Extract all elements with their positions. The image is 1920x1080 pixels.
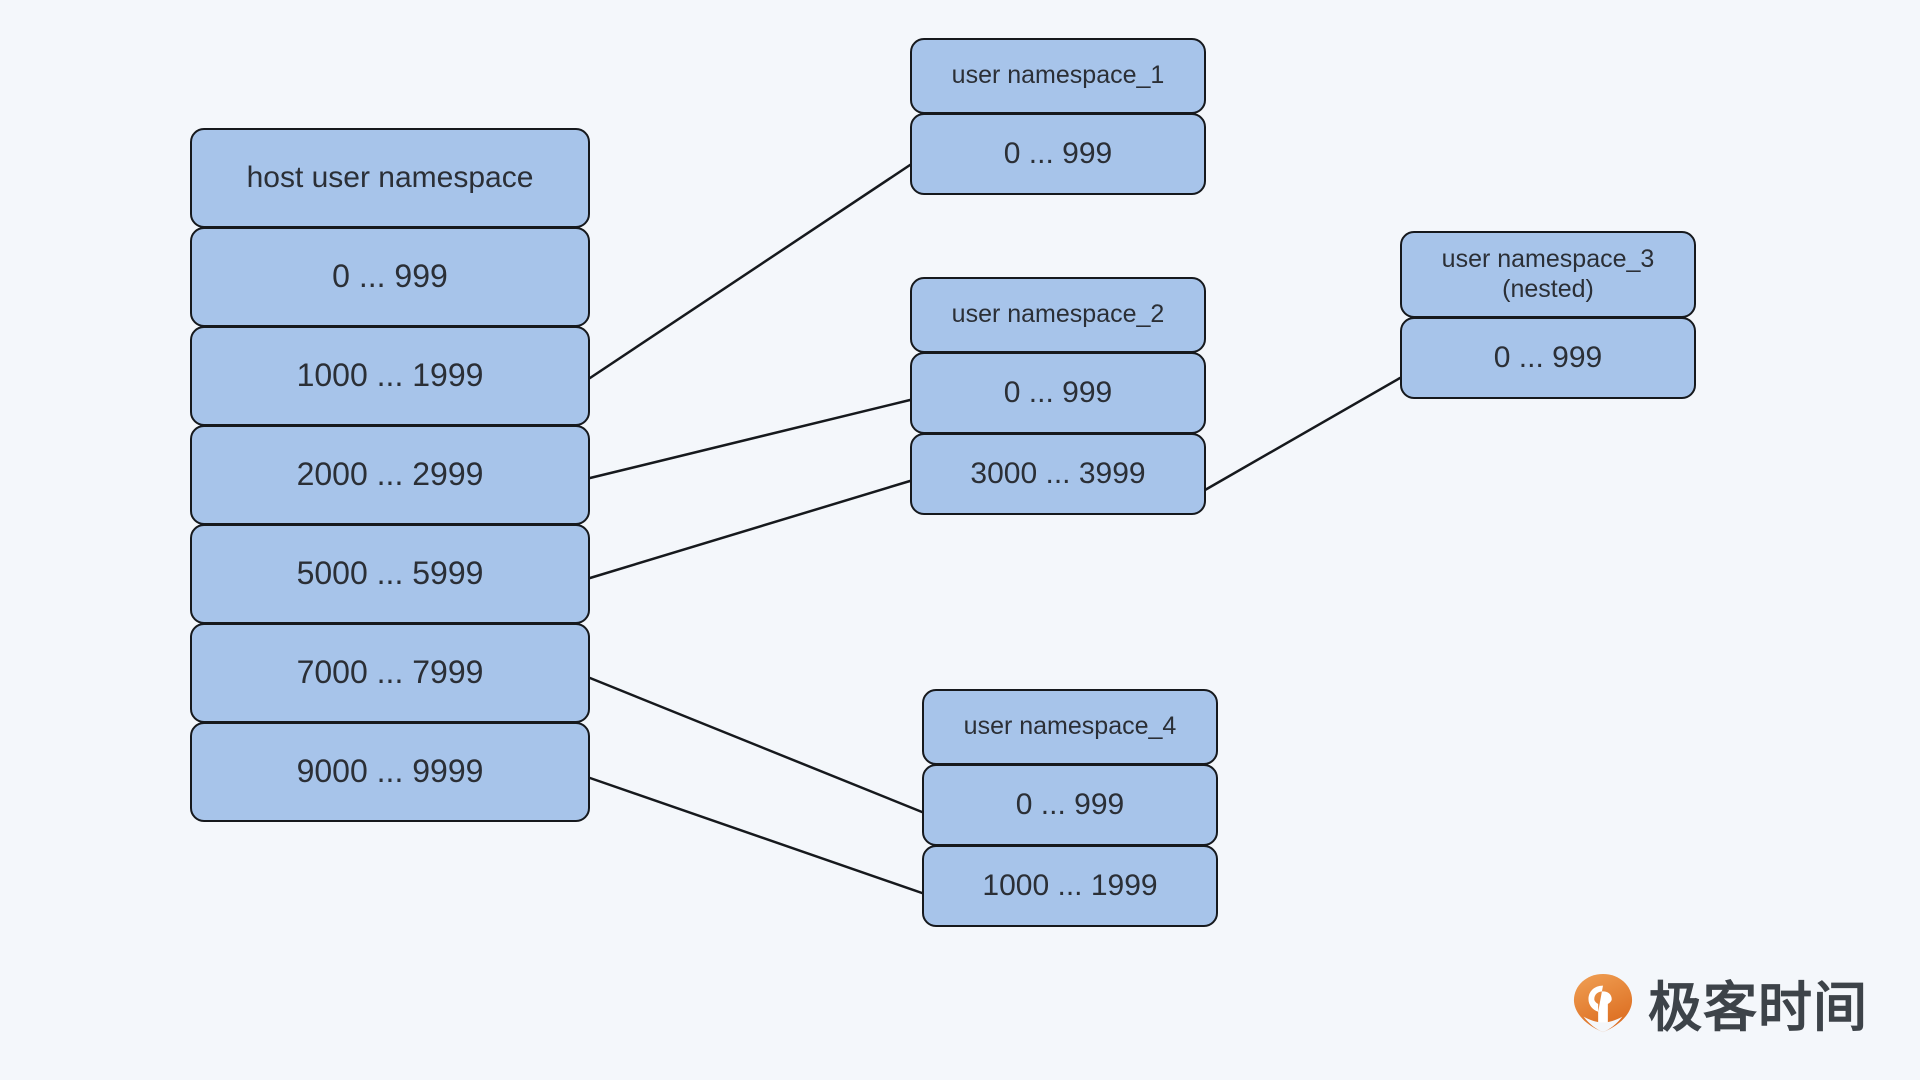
namespace-range-row[interactable]: 1000 ... 1999 xyxy=(922,845,1218,927)
connector-host9000-ns4b xyxy=(588,776,924,895)
host-range-row[interactable]: 0 ... 999 xyxy=(190,227,590,327)
connector-host5000-ns2b xyxy=(588,479,912,580)
host-range-row[interactable]: 1000 ... 1999 xyxy=(190,326,590,426)
namespace-range-row[interactable]: 0 ... 999 xyxy=(922,764,1218,846)
host-range-row[interactable]: 2000 ... 2999 xyxy=(190,425,590,525)
connector-host1000-ns1 xyxy=(588,163,912,380)
user-namespace-4-group: user namespace_4 0 ... 999 1000 ... 1999 xyxy=(922,689,1218,944)
connector-host7000-ns4 xyxy=(588,676,924,814)
user-namespace-1-group: user namespace_1 0 ... 999 xyxy=(910,38,1206,213)
namespace-range-row[interactable]: 0 ... 999 xyxy=(1400,317,1696,399)
namespace-header[interactable]: user namespace_4 xyxy=(922,689,1218,765)
watermark-text: 极客时间 xyxy=(1648,976,1868,1039)
namespace-header[interactable]: user namespace_2 xyxy=(910,277,1206,353)
host-namespace-header[interactable]: host user namespace xyxy=(190,128,590,228)
geektime-logo-icon xyxy=(1573,973,1633,1032)
user-namespace-2-group: user namespace_2 0 ... 999 3000 ... 3999 xyxy=(910,277,1206,532)
namespace-range-row[interactable]: 3000 ... 3999 xyxy=(910,433,1206,515)
host-range-row[interactable]: 5000 ... 5999 xyxy=(190,524,590,624)
connector-ns2b-ns3 xyxy=(1203,376,1402,492)
host-user-namespace-column: host user namespace 0 ... 999 1000 ... 1… xyxy=(190,128,590,834)
host-range-row[interactable]: 7000 ... 7999 xyxy=(190,623,590,723)
host-range-row[interactable]: 9000 ... 9999 xyxy=(190,722,590,822)
namespace-range-row[interactable]: 0 ... 999 xyxy=(910,352,1206,434)
user-namespace-3-group: user namespace_3 (nested) 0 ... 999 xyxy=(1400,231,1696,417)
namespace-header[interactable]: user namespace_3 (nested) xyxy=(1400,231,1696,318)
watermark: 极客时间 xyxy=(1572,963,1868,1042)
namespace-header[interactable]: user namespace_1 xyxy=(910,38,1206,114)
connector-host2000-ns2 xyxy=(588,398,912,480)
namespace-range-row[interactable]: 0 ... 999 xyxy=(910,113,1206,195)
